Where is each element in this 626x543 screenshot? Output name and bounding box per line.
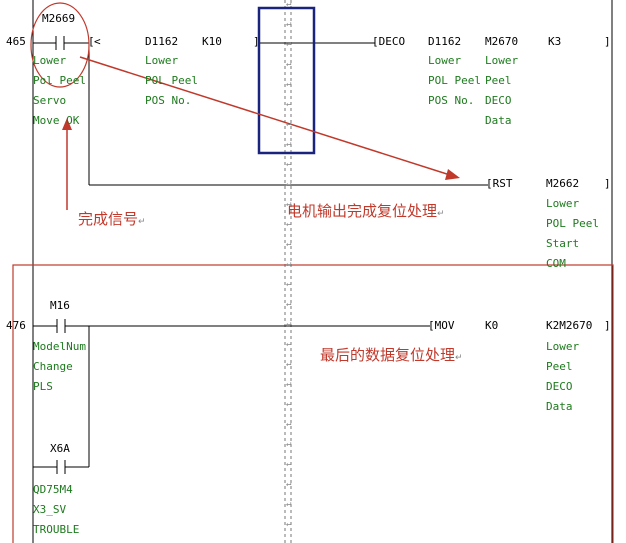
return-mark: ↵ <box>286 239 292 249</box>
return-mark: ↵ <box>286 219 292 229</box>
device-comment: COM <box>546 257 566 270</box>
highlight-box <box>257 6 316 155</box>
device-comment: TROUBLE <box>33 523 80 536</box>
mov-operand-d[interactable]: K2M2670 <box>546 319 593 332</box>
callout-box <box>12 264 614 543</box>
device-comment: POS No. <box>428 94 475 107</box>
device-comment: Data <box>546 400 573 413</box>
device-comment: X3_SV <box>33 503 67 516</box>
mov-operand-s[interactable]: K0 <box>485 319 499 332</box>
annotation-final-reset: 最后的数据复位处理↵ <box>320 346 463 364</box>
return-mark: ↵ <box>286 119 292 129</box>
return-mark: ↵ <box>286 339 292 349</box>
return-mark: ↵ <box>286 459 292 469</box>
return-mark: ↵ <box>286 99 292 109</box>
device-comment: Lower <box>428 54 462 67</box>
deco-operand-s[interactable]: D1162 <box>428 35 462 48</box>
return-mark: ↵ <box>286 399 292 409</box>
device-comment: DECO <box>546 380 573 393</box>
device-comment: Lower <box>546 340 580 353</box>
return-mark: ↵ <box>286 159 292 169</box>
return-mark: ↵ <box>286 59 292 69</box>
compare-operand-s2[interactable]: K10 <box>202 35 222 48</box>
return-mark: ↵ <box>286 199 292 209</box>
device-comment: POS No. <box>145 94 192 107</box>
compare-operator[interactable]: < <box>94 35 101 48</box>
contact-device-label[interactable]: M2669 <box>42 12 76 25</box>
return-mark: ↵ <box>286 379 292 389</box>
step-number: 476 <box>6 319 26 332</box>
device-comment: POL Peel <box>145 74 198 87</box>
return-mark: ↵ <box>286 479 292 489</box>
device-comment: Servo <box>33 94 67 107</box>
device-comment: Peel <box>485 74 512 87</box>
return-mark: ↵ <box>286 299 292 309</box>
compare-operand-s1[interactable]: D1162 <box>145 35 179 48</box>
return-mark: ↵ <box>286 39 292 49</box>
device-comment: Pol Peel <box>33 74 86 87</box>
deco-operand-n[interactable]: K3 <box>548 35 562 48</box>
device-comment: DECO <box>485 94 512 107</box>
return-mark: ↵ <box>286 259 292 269</box>
return-mark: ↵ <box>286 519 292 529</box>
return-mark: ↵ <box>286 0 292 9</box>
device-comment: Move OK <box>33 114 80 127</box>
return-mark: ↵ <box>286 79 292 89</box>
return-mark: ↵ <box>286 139 292 149</box>
highlight-circle <box>30 2 90 88</box>
device-comment: Lower <box>485 54 519 67</box>
annotation-motor-reset: 电机输出完成复位处理↵ <box>287 202 445 220</box>
compare-bracket-open: [ <box>88 35 95 48</box>
deco-operand-d[interactable]: M2670 <box>485 35 519 48</box>
rst-operand[interactable]: M2662 <box>546 177 580 190</box>
rst-instruction[interactable]: RST <box>492 177 513 190</box>
return-mark: ↵ <box>286 419 292 429</box>
mov-instruction[interactable]: MOV <box>434 319 455 332</box>
contact-device-label[interactable]: X6A <box>50 442 70 455</box>
step-number: 465 <box>6 35 26 48</box>
device-comment: Lower <box>546 197 580 210</box>
device-comment: Change <box>33 360 73 373</box>
return-mark: ↵ <box>286 359 292 369</box>
device-comment: POL Peel <box>428 74 481 87</box>
return-mark: ↵ <box>286 319 292 329</box>
return-mark: ↵ <box>286 19 292 29</box>
return-mark: ↵ <box>286 279 292 289</box>
device-comment: Data <box>485 114 512 127</box>
mov-bracket-close: ] <box>604 319 611 332</box>
return-mark: ↵ <box>286 499 292 509</box>
device-comment: Lower <box>145 54 179 67</box>
contact-device-label[interactable]: M16 <box>50 299 70 312</box>
compare-bracket-close: ] <box>253 35 260 48</box>
device-comment: POL Peel <box>546 217 599 230</box>
annotation-done-signal: 完成信号↵ <box>78 210 146 228</box>
return-mark: ↵ <box>286 439 292 449</box>
device-comment: PLS <box>33 380 53 393</box>
device-comment: Start <box>546 237 580 250</box>
deco-bracket-close: ] <box>604 35 611 48</box>
deco-instruction[interactable]: DECO <box>378 35 406 48</box>
arrow-head-up <box>62 118 72 130</box>
device-comment: Peel <box>546 360 573 373</box>
arrow-head-right <box>445 169 460 180</box>
return-mark: ↵ <box>286 179 292 189</box>
device-comment: Lower <box>33 54 67 67</box>
device-comment: ModelNum <box>33 340 86 353</box>
rst-bracket-close: ] <box>604 177 611 190</box>
device-comment: QD75M4 <box>33 483 73 496</box>
